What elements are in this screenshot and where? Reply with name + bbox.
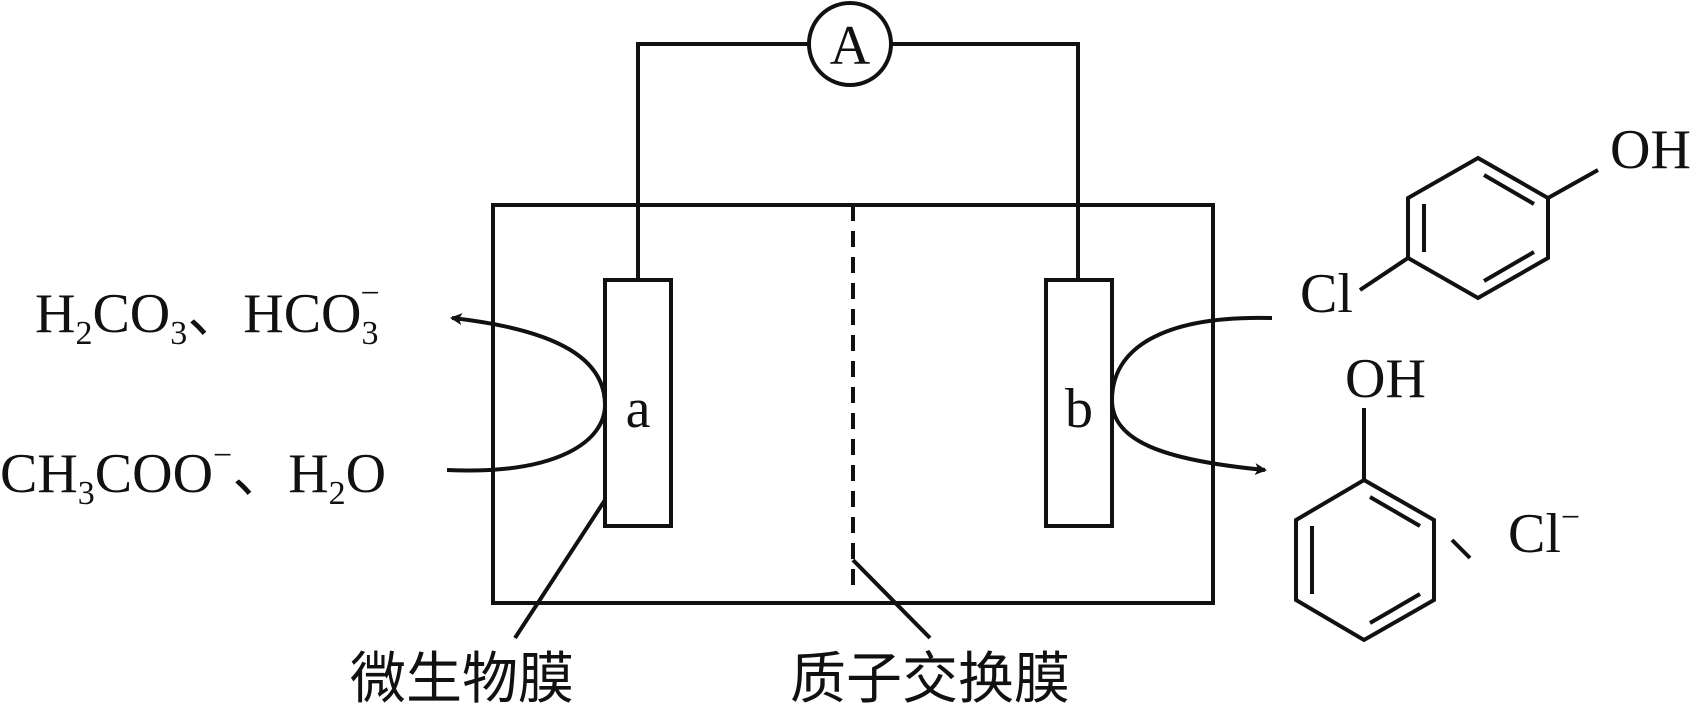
chlorophenol-structure: OH Cl: [1300, 119, 1691, 325]
ammeter-label: A: [830, 15, 871, 77]
biofilm-label: 微生物膜: [350, 647, 574, 707]
phenol-oh: OH: [1345, 348, 1426, 410]
chloride-ion: Cl−: [1508, 499, 1580, 565]
circuit-wire: [636, 42, 1080, 280]
phenol-structure: OH: [1294, 348, 1436, 643]
cathode-reaction-arrow: [1109, 315, 1273, 476]
electrode-b-label: b: [1065, 378, 1093, 440]
anode-products: H2CO3、HCO3−: [35, 275, 380, 352]
electrode-a-label: a: [626, 378, 651, 440]
chlorophenol-oh: OH: [1610, 119, 1691, 181]
anode-reaction-arrow: [446, 313, 608, 473]
ammeter: A: [807, 1, 893, 87]
anode-reactants: CH3COO−、H2O: [0, 437, 386, 512]
separator-stroke: [1450, 538, 1472, 560]
chlorophenol-cl: Cl: [1300, 263, 1353, 325]
membrane-leader-line: [851, 558, 932, 640]
pem-label: 质子交换膜: [790, 647, 1070, 707]
biofilm-leader-line: [513, 498, 607, 640]
